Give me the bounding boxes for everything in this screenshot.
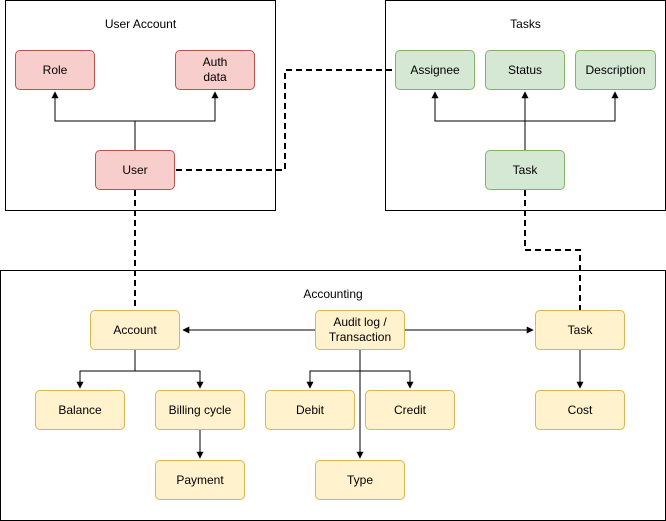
group-title-tasks: Tasks [510,17,541,31]
node-status[interactable]: Status [485,50,565,90]
node-type[interactable]: Type [315,460,405,500]
node-cost[interactable]: Cost [535,390,625,430]
group-title-accounting: Accounting [303,287,363,301]
node-audit-log[interactable]: Audit log / Transaction [315,310,405,350]
node-debit[interactable]: Debit [265,390,355,430]
node-user[interactable]: User [95,150,175,190]
node-payment[interactable]: Payment [155,460,245,500]
node-billing-cycle[interactable]: Billing cycle [155,390,245,430]
node-role[interactable]: Role [15,50,95,90]
node-credit[interactable]: Credit [365,390,455,430]
node-task-tasks[interactable]: Task [485,150,565,190]
node-assignee[interactable]: Assignee [395,50,475,90]
node-account[interactable]: Account [90,310,180,350]
node-description[interactable]: Description [575,50,656,90]
node-balance[interactable]: Balance [35,390,125,430]
node-task-accounting[interactable]: Task [535,310,625,350]
node-auth-data[interactable]: Auth data [175,50,255,90]
group-title-user-account: User Account [104,17,177,31]
